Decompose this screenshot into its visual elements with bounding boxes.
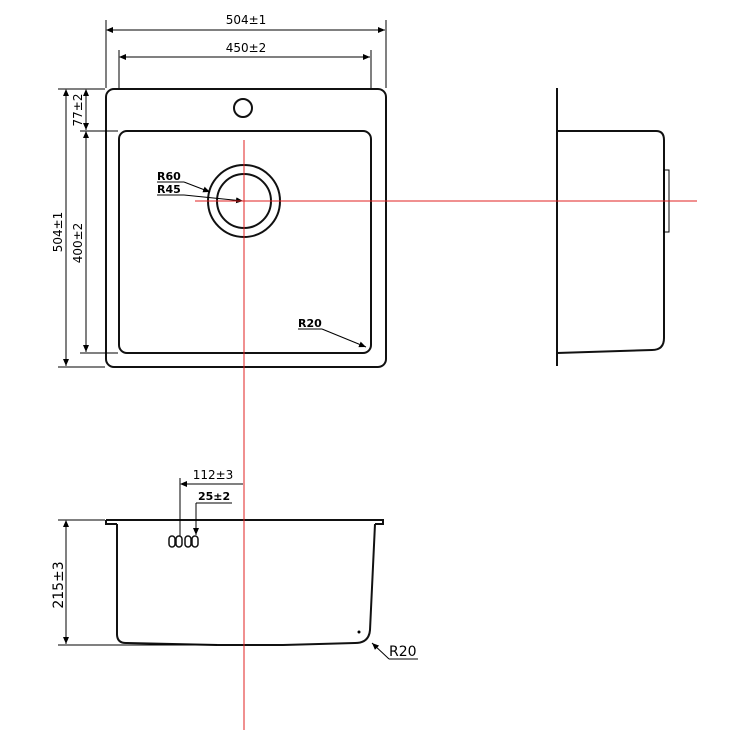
centerlines	[195, 140, 697, 730]
sink-outer-outline	[105, 88, 387, 368]
front-rim-left	[105, 520, 117, 525]
front-corner-radius-label: R20	[389, 644, 417, 660]
dimension-bowl-depth: 400±2	[71, 131, 118, 354]
back-deck-label: 77±2	[71, 94, 85, 127]
overflow-slots	[168, 535, 199, 548]
bowl-width-label: 450±2	[226, 41, 267, 55]
front-depth-label: 215±3	[51, 561, 67, 608]
dimension-drain-offset: 112±3	[179, 468, 243, 536]
side-view	[556, 88, 670, 366]
overall-width-label: 504±1	[226, 13, 267, 27]
dimension-overall-depth: 504±1	[51, 88, 105, 368]
drain-offset-label: 112±3	[193, 468, 234, 482]
top-view: 504±1 450±2 504±1 77±2 400±2 R60	[51, 13, 387, 368]
drain-radius-callouts: R60 R45	[157, 170, 244, 204]
overall-depth-label: 504±1	[51, 212, 65, 253]
dimension-back-deck: 77±2	[71, 89, 118, 132]
tap-hole	[233, 98, 253, 118]
front-view: 112±3 25±2 215±3 R20	[51, 468, 418, 660]
corner-radius-label: R20	[298, 317, 322, 330]
front-corner-radius-callout: R20	[371, 642, 418, 660]
overflow-size-label: 25±2	[198, 490, 230, 503]
dimension-overall-width: 504±1	[105, 13, 387, 88]
corner-radius-callout: R20	[298, 317, 367, 348]
dimension-overflow: 25±2	[193, 490, 232, 535]
dimension-front-depth: 215±3	[51, 519, 217, 646]
bowl-depth-label: 400±2	[71, 223, 85, 264]
dimension-bowl-width: 450±2	[118, 41, 372, 88]
drain-outer-radius-label: R60	[157, 170, 181, 183]
front-bowl-profile	[116, 523, 376, 646]
side-bowl-profile	[556, 130, 665, 354]
bowl-outline	[118, 130, 372, 354]
drain-inner-radius-label: R45	[157, 183, 181, 196]
